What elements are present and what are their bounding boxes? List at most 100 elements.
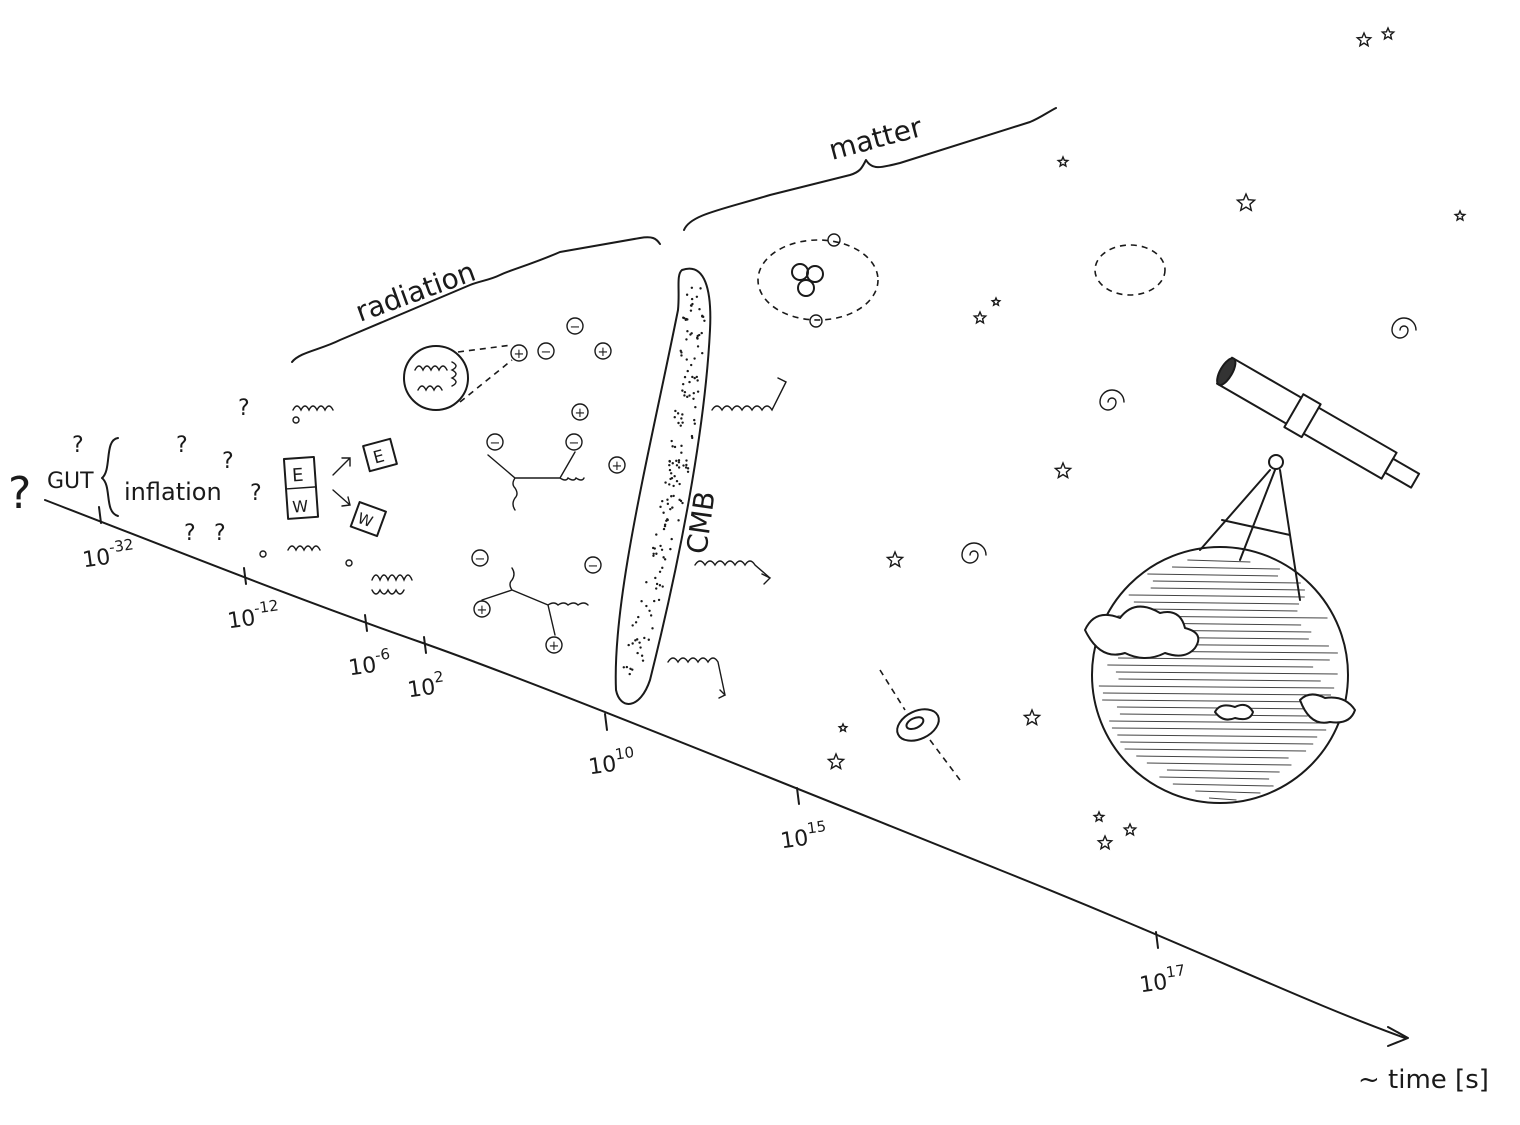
star-icon [972,310,988,325]
star-icon [1453,209,1467,222]
galaxy-cluster-outline [1094,244,1166,296]
axis-tick [796,787,800,805]
axis-tick [604,713,608,731]
charge-sign: − [569,436,580,451]
charge-sign: + [549,639,560,654]
tick-exponent: 15 [806,817,827,837]
tick-exponent: 10 [614,743,635,763]
axis-tick [1155,931,1159,949]
inflation-label: inflation [124,478,222,506]
question-mark: ? [214,521,226,546]
early-universe: ? GUT inflation ??????? E W E W [8,396,398,546]
particle-dot [345,559,353,567]
ew-w-label: W [292,496,309,516]
star-icon [1053,461,1073,479]
tick-base: 10 [1138,970,1169,999]
question-mark: ? [176,433,188,458]
positron-icon: + [594,342,612,360]
cmb-outline [614,267,712,705]
cloud-icon [1214,703,1254,721]
axis-tick-label: 10-32 [80,535,136,573]
electron-icon: − [486,433,504,451]
inflation-brace [101,437,119,517]
weak-box: W [355,509,375,531]
positron-icon: + [473,600,491,618]
cmb-photon-arrows-icon [667,377,787,699]
feynman-diagram-bottom-icon [481,567,589,636]
axis-tick [364,614,368,632]
charge-sign: + [575,406,586,421]
axis-tick-label: 1010 [586,743,637,780]
matter-brace [683,107,1057,231]
star-icon [885,550,905,568]
tick-base: 10 [587,752,618,781]
charge-sign: − [475,552,486,567]
star-icon [990,296,1002,307]
cloud-icon [1299,693,1356,724]
tick-base: 10 [406,675,437,704]
tick-base: 10 [81,545,112,574]
question-mark: ? [222,449,234,474]
axis-tick-label: 1017 [1137,961,1188,998]
question-mark: ? [72,433,84,458]
symmetry-breaking-arrows-icon [332,457,351,507]
positron-icon: + [571,403,589,421]
positron-icon: + [510,344,528,362]
ew-e-label: E [291,465,304,487]
charge-sign: + [477,603,488,618]
axis-tick [243,567,247,585]
charge-sign: − [541,345,552,360]
radiation-brace [291,236,661,363]
atom-orbit [757,239,879,321]
axis-tick [423,636,427,654]
earth-icon [1091,546,1349,804]
electromagnetic-box: E [371,446,387,468]
cmb-band: CMB [614,267,787,705]
accretion-disk-icon [896,708,940,742]
tick-base: 10 [226,606,257,635]
axis-label: ~ time [s] [1358,1065,1489,1095]
earth-with-telescope [1084,356,1421,804]
star-icon [1096,834,1114,851]
electroweak-box: E W [282,455,320,520]
zoom-lines [457,344,513,403]
axis-tick-label: 102 [405,667,446,703]
star-icon [1022,708,1042,726]
tick-base: 10 [779,826,810,855]
feynman-diagram-top-icon [487,451,585,511]
star-icon [1380,26,1396,41]
cmb-label: CMB [680,489,721,556]
star-icon [1355,31,1373,48]
matter-label: matter [825,110,926,167]
axis-tick-label: 1015 [778,817,829,854]
axis-line [44,499,1406,1039]
tick-exponent: 17 [1165,961,1186,981]
axis-tick-label: 10-6 [346,645,393,682]
spiral-galaxy-icon [1099,389,1125,411]
telescope-icon [1216,356,1421,489]
charge-sign: − [490,436,501,451]
charge-sign: + [514,347,525,362]
charge-sign: − [570,320,581,335]
star-icon [837,722,849,733]
tick-exponent: -6 [374,645,391,665]
particle-dot [292,416,300,424]
star-icon [826,752,846,770]
electron-icon: − [565,433,583,451]
electron-icon: − [584,556,602,574]
jet-lines [879,669,961,781]
tripod-icon [1199,469,1301,601]
axis-tick-label: 10-12 [225,596,281,634]
spiral-galaxy-icon [961,542,987,564]
star-icon [1122,822,1138,837]
question-mark: ? [184,521,196,546]
question-mark: ? [250,481,262,506]
photon-squiggles-icon [287,405,413,595]
star-icon [1235,192,1257,212]
tick-exponent: -12 [253,596,280,617]
charge-sign: − [588,559,599,574]
tick-exponent: -32 [108,535,135,556]
big-bang-question-mark: ? [8,468,31,519]
charge-sign: + [612,459,623,474]
